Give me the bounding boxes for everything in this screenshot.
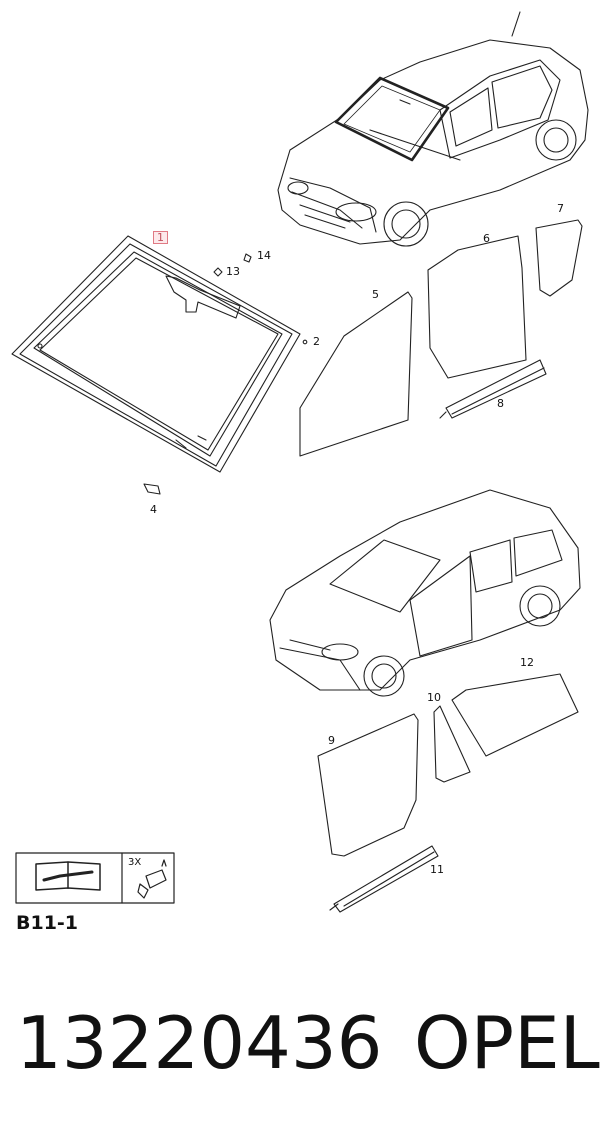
callout-2[interactable]: 2 <box>313 335 320 348</box>
repair-manual-icon <box>35 861 101 891</box>
callout-6[interactable]: 6 <box>483 232 490 245</box>
legend-box <box>15 852 175 904</box>
adhesive-cartridge-icon <box>137 859 167 899</box>
callout-7[interactable]: 7 <box>557 202 564 215</box>
callout-4[interactable]: 4 <box>150 503 157 516</box>
windscreen-part-1 <box>11 235 308 495</box>
front-door-glass-5 <box>299 291 413 457</box>
section-code: B11-1 <box>16 912 79 934</box>
quantity-label: 3X <box>128 857 142 868</box>
callout-14[interactable]: 14 <box>257 249 271 262</box>
seal-strip-8 <box>439 359 547 419</box>
part-number: 13220436 <box>16 1001 383 1085</box>
callout-10[interactable]: 10 <box>427 691 441 704</box>
seal-strip-11 <box>329 845 439 913</box>
rear-door-glass-6 <box>427 235 527 379</box>
callout-9[interactable]: 9 <box>328 734 335 747</box>
hatchback-car-illustration <box>277 11 589 247</box>
rear-door-glass-9 <box>317 713 419 857</box>
quarter-glass-12 <box>451 673 579 757</box>
callout-13[interactable]: 13 <box>226 265 240 278</box>
callout-12[interactable]: 12 <box>520 656 534 669</box>
fixed-glass-10 <box>433 705 471 783</box>
callout-8[interactable]: 8 <box>497 397 504 410</box>
footer: 13220436 OPEL <box>16 998 600 1088</box>
quarter-glass-7 <box>535 219 583 297</box>
estate-car-illustration <box>269 489 581 697</box>
callout-11[interactable]: 11 <box>430 863 444 876</box>
callout-5[interactable]: 5 <box>372 288 379 301</box>
brand-name: OPEL <box>414 1001 600 1085</box>
callout-1[interactable]: 1 <box>153 231 168 244</box>
